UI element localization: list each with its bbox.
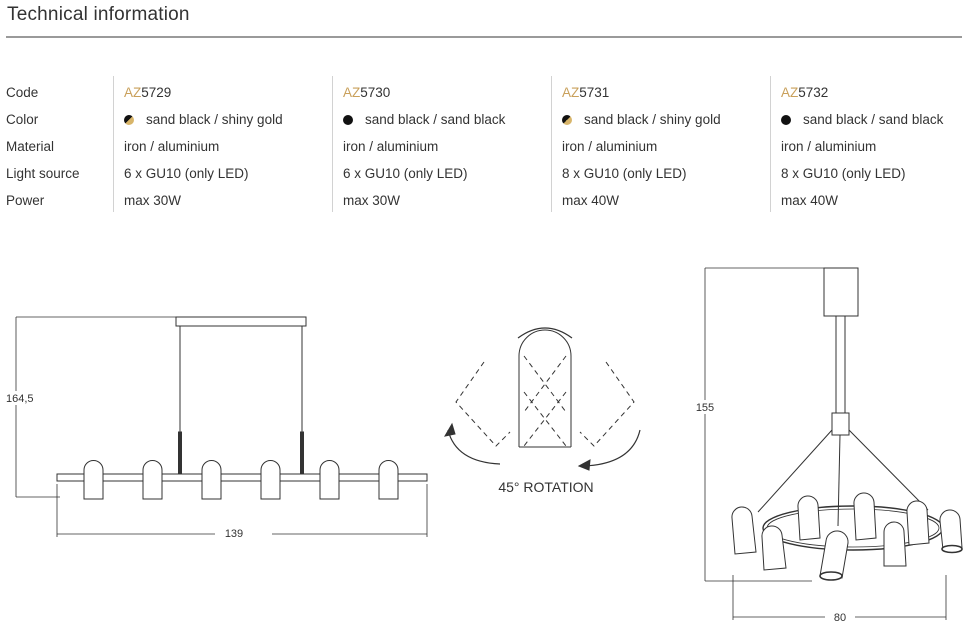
color-cell: sand black / sand black bbox=[781, 111, 943, 138]
rotation-diagram bbox=[444, 327, 641, 471]
label-light-source: Light source bbox=[6, 166, 80, 181]
spot-shade bbox=[260, 460, 281, 500]
round-height-label: 155 bbox=[696, 402, 714, 414]
rotation-arrow-right bbox=[583, 429, 641, 467]
code-cell: AZ5730 bbox=[343, 84, 505, 111]
tilted-spot-right bbox=[579, 361, 635, 447]
canopy bbox=[823, 267, 859, 317]
color-value: sand black / shiny gold bbox=[146, 112, 283, 127]
support-arm bbox=[757, 429, 833, 513]
label-code: Code bbox=[6, 85, 39, 100]
linear-pendant-drawing bbox=[15, 316, 428, 537]
canopy bbox=[175, 316, 307, 327]
spot-shade bbox=[142, 460, 163, 500]
spot-shade bbox=[378, 460, 399, 500]
code-number: 5729 bbox=[141, 85, 172, 100]
light-source-value: 8 x GU10 (only LED) bbox=[781, 166, 906, 181]
tilt-guide bbox=[523, 355, 567, 413]
code-cell: AZ5731 bbox=[562, 84, 721, 111]
power-value: max 40W bbox=[781, 193, 839, 208]
code-prefix: AZ bbox=[781, 85, 799, 100]
tilt-guide bbox=[523, 355, 567, 413]
color-swatch-icon bbox=[781, 115, 791, 125]
spot-shade bbox=[201, 460, 222, 500]
support-arm bbox=[837, 434, 841, 527]
label-power: Power bbox=[6, 193, 45, 208]
linear-width-label: 139 bbox=[225, 528, 243, 540]
spot-shade bbox=[83, 460, 104, 500]
spec-column-az5731: AZ5731 sand black / shiny gold iron / al… bbox=[551, 76, 721, 212]
tilt-guide bbox=[523, 391, 567, 447]
hub bbox=[831, 412, 850, 436]
support-arm bbox=[848, 429, 929, 511]
color-swatch-icon bbox=[562, 115, 572, 125]
power-value: max 30W bbox=[343, 193, 401, 208]
spec-column-az5729: AZ5729 sand black / shiny gold iron / al… bbox=[113, 76, 283, 212]
code-prefix: AZ bbox=[343, 85, 361, 100]
tilt-guide bbox=[523, 391, 567, 447]
power-value: max 40W bbox=[562, 193, 620, 208]
color-swatch-icon bbox=[343, 115, 353, 125]
code-cell: AZ5732 bbox=[781, 84, 943, 111]
code-number: 5730 bbox=[360, 85, 391, 100]
color-value: sand black / shiny gold bbox=[584, 112, 721, 127]
label-material: Material bbox=[6, 139, 55, 154]
stem bbox=[835, 315, 846, 414]
page-title: Technical information bbox=[7, 4, 190, 25]
color-cell: sand black / shiny gold bbox=[562, 111, 721, 138]
material-value: iron / aluminium bbox=[343, 139, 439, 154]
material-value: iron / aluminium bbox=[562, 139, 658, 154]
color-value: sand black / sand black bbox=[365, 112, 506, 127]
linear-height-label: 164,5 bbox=[6, 393, 34, 405]
material-value: iron / aluminium bbox=[124, 139, 220, 154]
round-width-label: 80 bbox=[834, 612, 846, 624]
code-number: 5731 bbox=[579, 85, 610, 100]
light-source-value: 6 x GU10 (only LED) bbox=[124, 166, 249, 181]
light-source-value: 8 x GU10 (only LED) bbox=[562, 166, 687, 181]
wire-sleeve bbox=[300, 431, 304, 475]
label-color: Color bbox=[6, 112, 39, 127]
rotation-arc-top bbox=[517, 327, 573, 339]
rotation-arrow-left bbox=[447, 429, 501, 465]
spec-row-labels: Code Color Material Light source Power bbox=[6, 84, 80, 219]
code-prefix: AZ bbox=[562, 85, 580, 100]
light-source-value: 6 x GU10 (only LED) bbox=[343, 166, 468, 181]
power-value: max 30W bbox=[124, 193, 182, 208]
tilted-spot-left bbox=[455, 361, 511, 447]
round-pendant-drawing bbox=[704, 267, 963, 620]
color-value: sand black / sand black bbox=[803, 112, 944, 127]
code-prefix: AZ bbox=[124, 85, 142, 100]
color-cell: sand black / shiny gold bbox=[124, 111, 283, 138]
spot-shades bbox=[731, 492, 963, 581]
color-cell: sand black / sand black bbox=[343, 111, 505, 138]
color-swatch-icon bbox=[124, 115, 134, 125]
wire-sleeve bbox=[178, 431, 182, 475]
spot-shade bbox=[319, 460, 340, 500]
spec-column-az5730: AZ5730 sand black / sand black iron / al… bbox=[332, 76, 505, 212]
title-divider bbox=[6, 36, 962, 38]
linear-bar bbox=[56, 473, 428, 482]
spec-column-az5732: AZ5732 sand black / sand black iron / al… bbox=[770, 76, 943, 212]
code-number: 5732 bbox=[798, 85, 829, 100]
material-value: iron / aluminium bbox=[781, 139, 877, 154]
rotation-label: 45° ROTATION bbox=[498, 479, 593, 495]
spot-outline bbox=[518, 329, 572, 447]
code-cell: AZ5729 bbox=[124, 84, 283, 111]
